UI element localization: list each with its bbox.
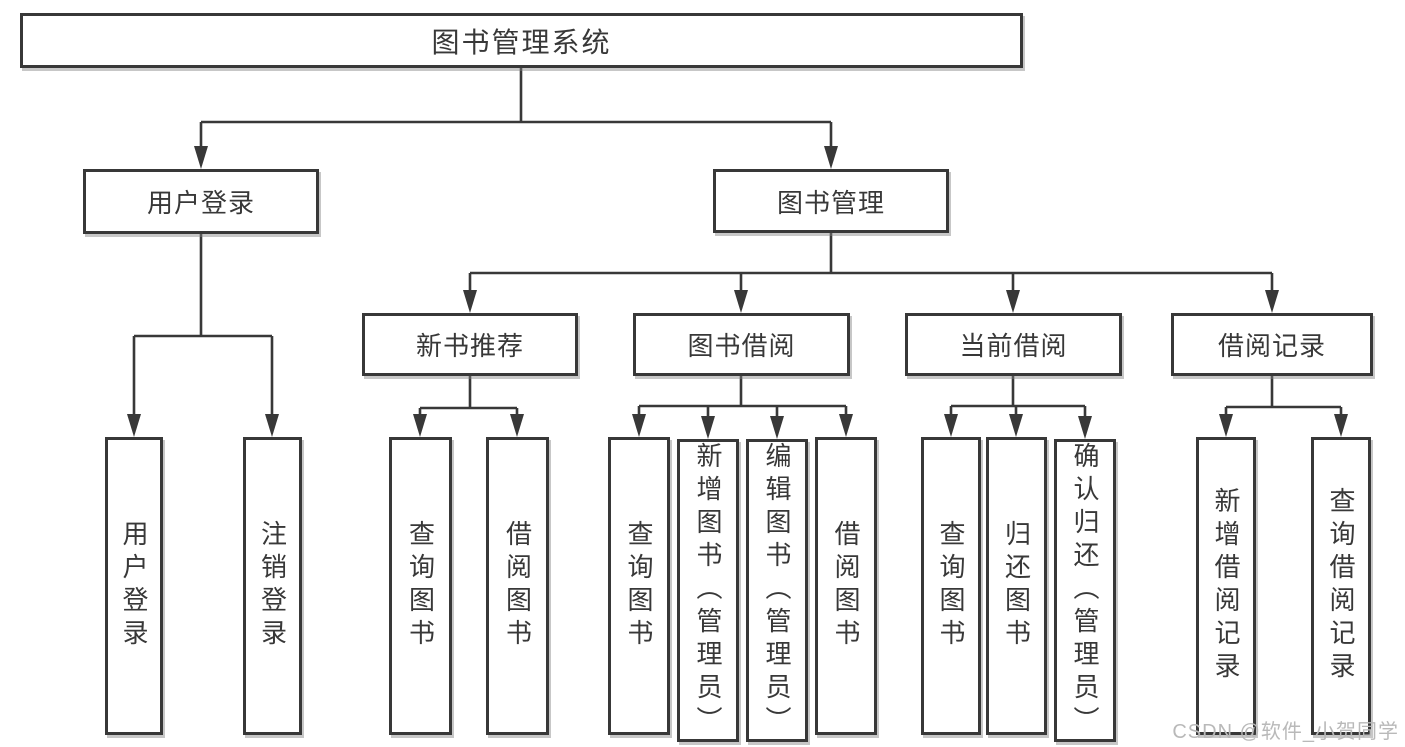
node-label: 借阅记录 xyxy=(1217,331,1326,361)
leaf-borrow-books-2: 借阅图书 xyxy=(815,437,877,735)
arrowheads xyxy=(127,146,1348,439)
connector-borrow-leaves xyxy=(637,376,848,420)
watermark: CSDN @软件_小贺同学 xyxy=(1172,721,1399,743)
leaf-query-books-3: 查询图书 xyxy=(921,437,981,735)
node-label: 新增借阅记录 xyxy=(1211,487,1241,685)
node-label: 归还图书 xyxy=(1001,520,1032,652)
leaf-query-books-2: 查询图书 xyxy=(608,437,670,735)
node-book-borrow: 图书借阅 xyxy=(633,313,850,376)
node-label: 编辑图书（管理员） xyxy=(762,442,792,739)
leaf-edit-book-admin: 编辑图书（管理员） xyxy=(746,439,808,742)
node-label: 当前借阅 xyxy=(959,331,1068,361)
leaf-query-borrow-record: 查询借阅记录 xyxy=(1311,437,1371,735)
connector-root-level2 xyxy=(199,68,833,150)
leaf-add-book-admin: 新增图书（管理员） xyxy=(677,439,739,742)
connector-current-leaves xyxy=(949,376,1087,420)
arrowhead xyxy=(127,414,141,437)
arrowhead xyxy=(632,414,646,437)
node-library-system: 图书管理系统 xyxy=(20,13,1023,68)
arrowhead xyxy=(413,414,427,437)
arrowhead xyxy=(701,416,715,439)
arrowhead xyxy=(1265,290,1279,313)
arrowhead xyxy=(510,414,524,437)
node-label: 借阅图书 xyxy=(502,520,533,652)
leaf-return-book: 归还图书 xyxy=(986,437,1047,735)
arrowhead xyxy=(1006,290,1020,313)
node-current-borrow: 当前借阅 xyxy=(905,313,1122,376)
arrowhead xyxy=(194,146,208,169)
arrowhead xyxy=(839,414,853,437)
arrowhead xyxy=(463,290,477,313)
node-new-book-recommend: 新书推荐 xyxy=(362,313,578,376)
node-label: 注销登录 xyxy=(257,520,288,652)
leaf-confirm-return-admin: 确认归还（管理员） xyxy=(1054,439,1116,742)
node-label: 查询图书 xyxy=(936,520,966,652)
arrowhead xyxy=(770,416,784,439)
arrowhead xyxy=(824,146,838,169)
node-label: 用户登录 xyxy=(119,520,149,652)
leaf-logout: 注销登录 xyxy=(243,437,302,735)
arrowhead xyxy=(265,414,279,437)
arrowhead xyxy=(944,414,958,437)
arrowhead xyxy=(1219,414,1233,437)
node-label: 查询图书 xyxy=(624,520,654,652)
arrowhead xyxy=(734,290,748,313)
arrowhead xyxy=(1334,414,1348,437)
arrowhead xyxy=(1078,416,1092,439)
node-label: 查询图书 xyxy=(405,520,436,652)
node-label: 新增图书（管理员） xyxy=(693,442,723,739)
node-book-management: 图书管理 xyxy=(713,169,949,233)
connector-record-leaves xyxy=(1224,376,1343,420)
leaf-add-borrow-record: 新增借阅记录 xyxy=(1196,437,1256,735)
arrowhead xyxy=(1009,414,1023,437)
connector-newrec-leaves xyxy=(418,376,519,420)
node-label: 新书推荐 xyxy=(415,331,524,361)
node-label: 查询借阅记录 xyxy=(1326,487,1356,685)
node-label: 借阅图书 xyxy=(831,520,861,652)
node-label: 用户登录 xyxy=(146,188,255,218)
leaf-query-books-1: 查询图书 xyxy=(389,437,452,735)
node-label: 确认归还（管理员） xyxy=(1070,442,1100,739)
node-borrow-record: 借阅记录 xyxy=(1171,313,1373,376)
leaf-borrow-books-1: 借阅图书 xyxy=(486,437,549,735)
node-user-login: 用户登录 xyxy=(83,169,319,234)
connector-bookmgmt-level3 xyxy=(468,233,1274,295)
leaf-user-login: 用户登录 xyxy=(105,437,163,735)
node-label: 图书借阅 xyxy=(687,331,796,361)
node-label: 图书管理系统 xyxy=(431,26,612,58)
connector-userlogin-leaves xyxy=(132,234,274,418)
node-label: 图书管理 xyxy=(776,187,885,218)
